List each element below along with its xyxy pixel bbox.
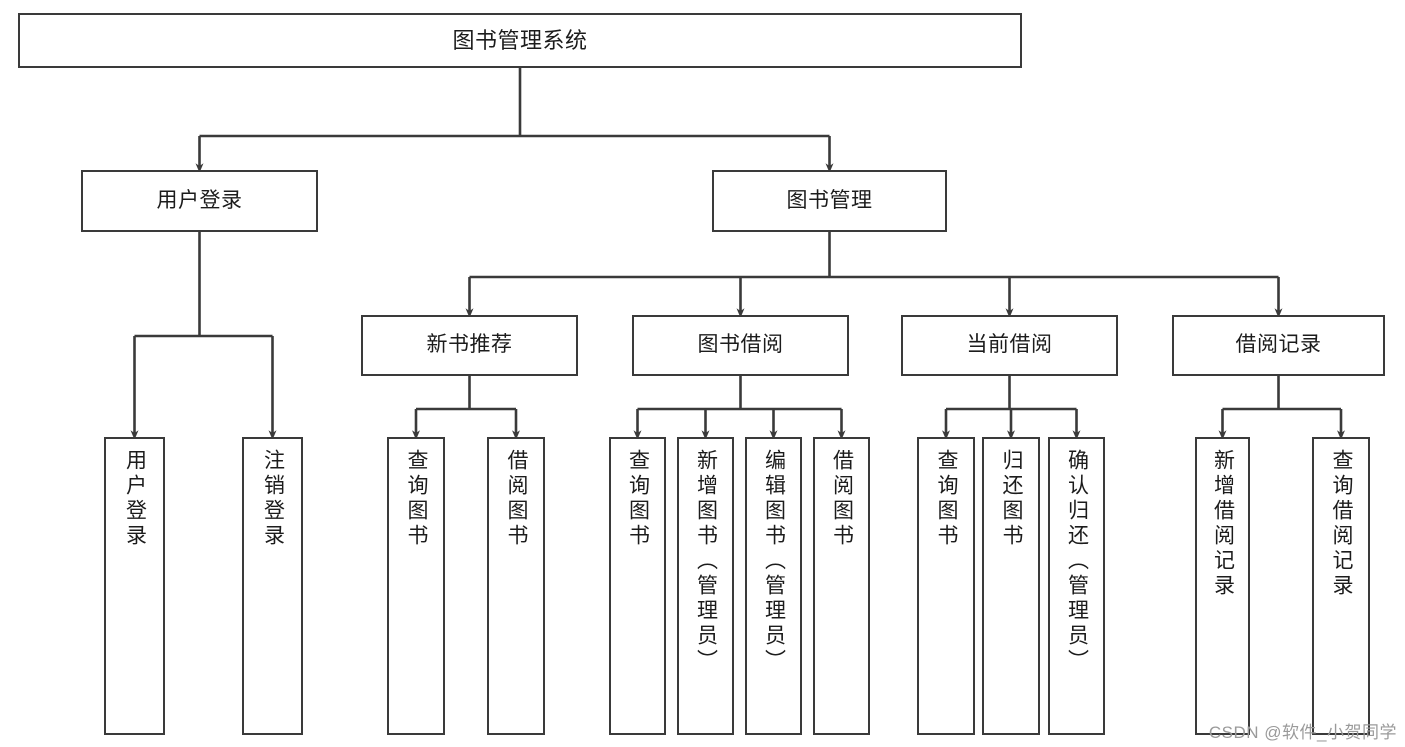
leaf-user-login[interactable]: 用户登录 [104, 437, 165, 735]
leaf-query-book-borrow[interactable]: 查询图书 [609, 437, 666, 735]
node-label: 借阅图书 [830, 449, 854, 549]
node-label: 借阅记录 [1235, 333, 1322, 357]
node-label: 当前借阅 [966, 333, 1053, 357]
leaf-borrow-book[interactable]: 借阅图书 [813, 437, 870, 735]
node-label: 归还图书 [1000, 449, 1024, 549]
leaf-logout[interactable]: 注销登录 [242, 437, 303, 735]
leaf-edit-book-admin[interactable]: 编辑图书（管理员） [745, 437, 802, 735]
node-label: 新增借阅记录 [1211, 449, 1235, 599]
node-label: 查询图书 [626, 449, 650, 549]
node-label: 确认归还（管理员） [1065, 449, 1089, 674]
leaf-borrow-book-recommend[interactable]: 借阅图书 [487, 437, 545, 735]
node-label: 图书管理 [786, 188, 873, 212]
node-label: 用户登录 [156, 188, 243, 212]
node-new-book-recommend[interactable]: 新书推荐 [361, 315, 578, 376]
node-label: 用户登录 [123, 449, 147, 549]
node-label: 新书推荐 [426, 333, 513, 357]
node-label: 图书管理系统 [452, 27, 588, 53]
node-root[interactable]: 图书管理系统 [18, 13, 1022, 68]
node-label: 借阅图书 [505, 449, 529, 549]
node-book-borrow[interactable]: 图书借阅 [632, 315, 849, 376]
node-label: 查询图书 [935, 449, 959, 549]
leaf-confirm-return-admin[interactable]: 确认归还（管理员） [1048, 437, 1105, 735]
node-label: 图书借阅 [697, 333, 784, 357]
leaf-add-borrow-record[interactable]: 新增借阅记录 [1195, 437, 1250, 735]
node-label: 编辑图书（管理员） [762, 449, 786, 674]
node-label: 新增图书（管理员） [694, 449, 718, 674]
leaf-query-book-current[interactable]: 查询图书 [917, 437, 975, 735]
leaf-return-book[interactable]: 归还图书 [982, 437, 1040, 735]
leaf-query-book-recommend[interactable]: 查询图书 [387, 437, 445, 735]
leaf-query-borrow-record[interactable]: 查询借阅记录 [1312, 437, 1370, 735]
node-label: 查询图书 [405, 449, 429, 549]
node-book-management[interactable]: 图书管理 [712, 170, 947, 232]
leaf-add-book-admin[interactable]: 新增图书（管理员） [677, 437, 734, 735]
node-user-login[interactable]: 用户登录 [81, 170, 318, 232]
node-current-borrow[interactable]: 当前借阅 [901, 315, 1118, 376]
node-borrow-records[interactable]: 借阅记录 [1172, 315, 1385, 376]
node-label: 查询借阅记录 [1330, 449, 1354, 599]
node-label: 注销登录 [261, 449, 285, 549]
watermark: CSDN @软件_小贺同学 [1208, 723, 1397, 742]
